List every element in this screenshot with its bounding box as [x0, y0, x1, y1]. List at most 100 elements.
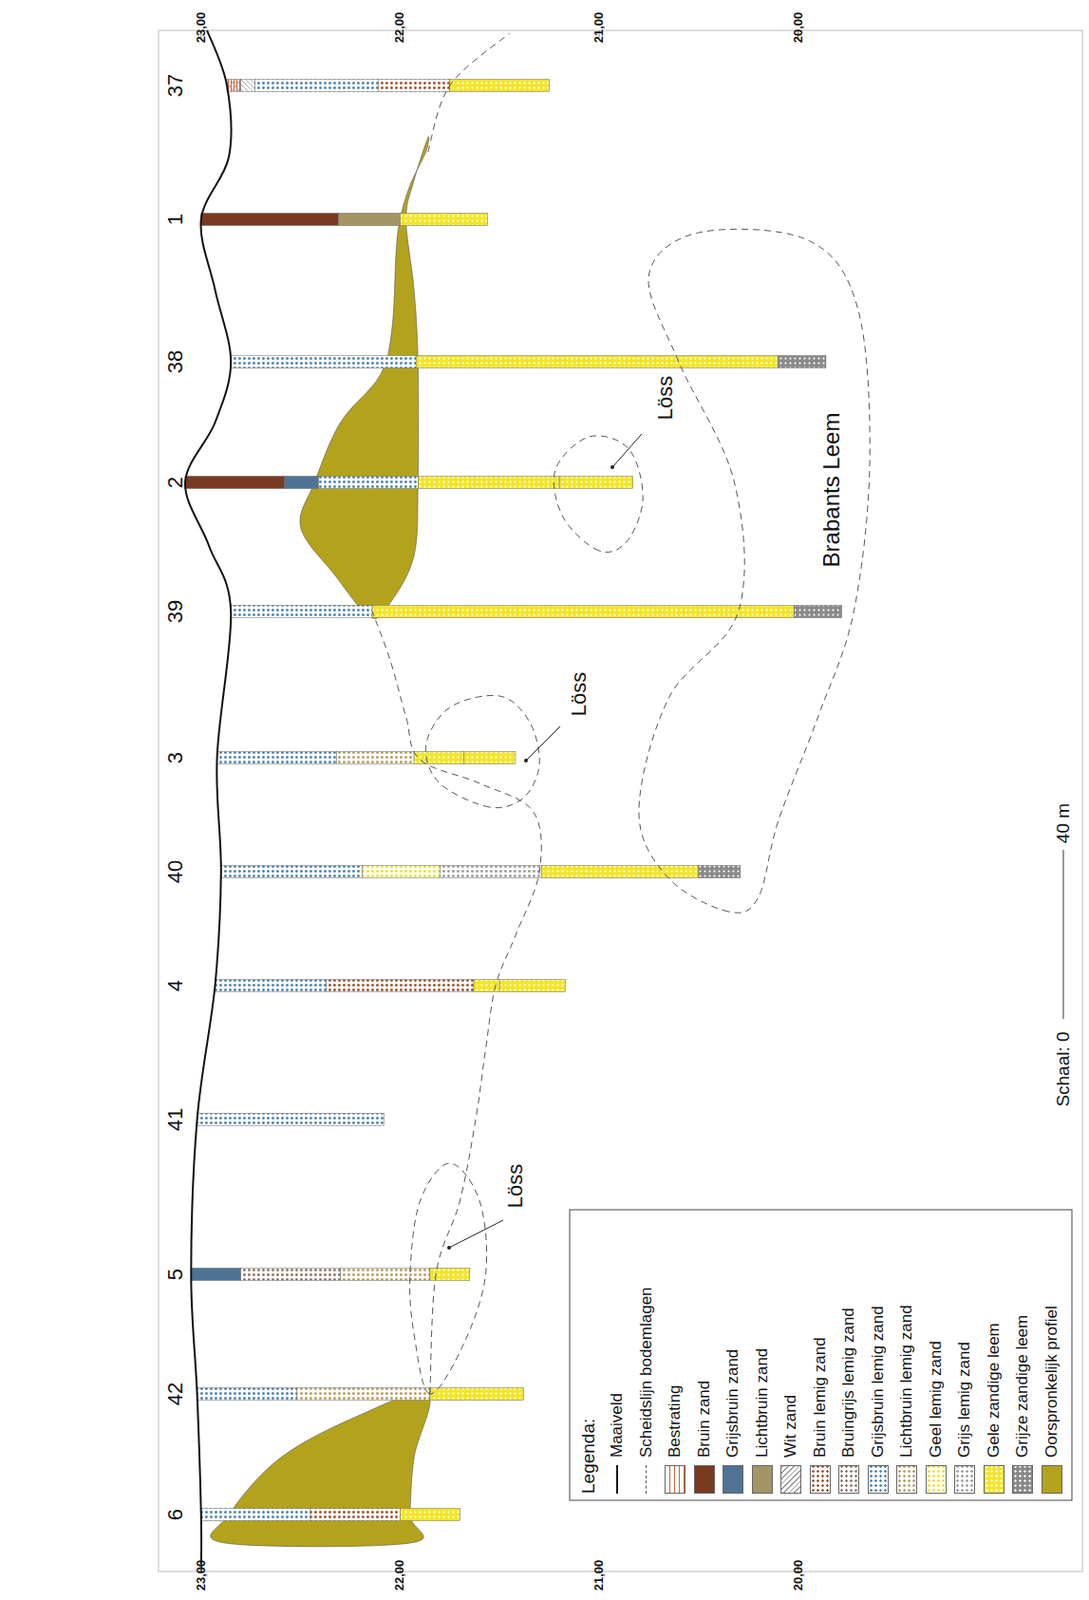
legend-swatch [780, 1464, 802, 1494]
borehole-number: 2 [163, 476, 188, 489]
legend-text: Bestrating [665, 1384, 685, 1458]
borehole-number: 37 [163, 74, 188, 97]
borehole-layer [336, 751, 414, 765]
legend-swatch [694, 1464, 715, 1494]
legend-text: Wit zand [781, 1394, 801, 1458]
original-profile [300, 136, 430, 620]
borehole-layer [284, 476, 320, 489]
borehole-layer [541, 865, 699, 879]
layer-boundary [638, 228, 870, 913]
borehole-number: 1 [163, 213, 188, 226]
legend-text: Bruin lemig zand [809, 1336, 829, 1458]
borehole-layer [214, 979, 326, 993]
axis-label: 23,00 [193, 12, 209, 44]
borehole-layer [241, 79, 256, 93]
borehole-layer [185, 476, 285, 489]
legend-swatch [983, 1464, 1005, 1494]
legend-swatch [896, 1464, 918, 1494]
legend-text: Bruingrijs lemig zand [839, 1307, 859, 1458]
borehole-layer [399, 213, 488, 226]
legend-text: Oorspronkelijk profiel [1041, 1305, 1061, 1458]
layer-boundary [553, 435, 643, 553]
layer-label: Löss [503, 1164, 528, 1208]
leader-line [612, 433, 642, 468]
legend-swatch [664, 1464, 686, 1494]
axis-label: 21,00 [591, 12, 607, 44]
borehole-number: 38 [163, 350, 188, 374]
borehole-layer [254, 79, 378, 93]
legend-swatch [838, 1464, 860, 1494]
borehole-layer [778, 356, 827, 369]
borehole-layer [793, 605, 842, 619]
layer-boundary [428, 33, 510, 152]
borehole-layer [399, 1508, 460, 1521]
layer-boundary [372, 611, 542, 1394]
axis-label: 20,00 [790, 12, 807, 44]
borehole-layer [439, 865, 542, 879]
original-profile [210, 1391, 431, 1547]
leader-line [449, 1220, 504, 1248]
borehole-layer [463, 751, 515, 765]
axis-label: 23,00 [193, 1559, 209, 1592]
legend-text: Bruin zand [694, 1380, 714, 1458]
borehole-number: 39 [163, 600, 188, 623]
layer-boundary [410, 1163, 488, 1394]
borehole-layer [318, 476, 418, 489]
borehole-layer [559, 476, 634, 489]
borehole-layer [197, 1113, 385, 1127]
ground-surface [185, 30, 232, 1572]
borehole-layer [362, 865, 441, 879]
axis-label: 22,00 [393, 1559, 409, 1592]
borehole-number: 42 [163, 1382, 188, 1406]
borehole-layer [230, 356, 416, 369]
legend-box [569, 1209, 1072, 1501]
scale-bar [1063, 849, 1065, 1019]
legend-title: Legenda: [578, 1418, 601, 1494]
borehole-number: 40 [163, 860, 188, 883]
borehole-layer [450, 79, 550, 93]
borehole-layer [217, 751, 338, 765]
legend-text: Maaiveld [607, 1392, 627, 1458]
scale-label: Schaal: 0 [1052, 1031, 1075, 1107]
borehole-layer [310, 1508, 400, 1521]
legend-text: Grijsbruin lemig zand [867, 1305, 887, 1458]
borehole-layer [413, 751, 464, 765]
legend-text: Grijs lemig zand [955, 1341, 975, 1458]
legend-swatch [1041, 1464, 1063, 1494]
borehole-layer [415, 356, 778, 369]
borehole-layer [499, 979, 565, 993]
borehole-layer [377, 79, 450, 93]
legend-swatch [722, 1464, 744, 1494]
borehole-layer [337, 213, 400, 226]
leader-dot [610, 465, 615, 470]
legend-line-sample [616, 1464, 619, 1494]
legend-text: Lichtbruin zand [751, 1348, 771, 1458]
borehole-layer [340, 1268, 431, 1281]
legend-swatch [954, 1464, 976, 1494]
borehole-number: 4 [163, 979, 188, 992]
borehole-layer [417, 476, 560, 489]
scale-label: 40 m [1052, 803, 1075, 844]
borehole-layer [230, 605, 373, 619]
borehole-layer [221, 865, 363, 879]
borehole-number: 3 [163, 751, 188, 764]
legend-line-sample [645, 1464, 648, 1494]
borehole-layer [430, 1388, 525, 1401]
borehole-layer [241, 1268, 341, 1281]
borehole-number: 5 [163, 1268, 188, 1280]
borehole-layer [201, 1508, 311, 1521]
borehole-layer [201, 213, 339, 226]
legend-text: Gele zandige leem [983, 1322, 1003, 1458]
borehole-layer [296, 1388, 430, 1401]
legend-text: Grijze zandige leem [1013, 1314, 1033, 1458]
legend-text: Grijsbruin zand [723, 1349, 743, 1458]
legend-text: Lichtbruin lemig zand [897, 1304, 917, 1458]
axis-label: 21,00 [591, 1559, 607, 1592]
layer-label: Löss [653, 375, 678, 420]
layer-label: Löss [566, 672, 592, 716]
borehole-layer [698, 865, 741, 879]
legend-swatch [809, 1464, 831, 1494]
borehole-layer [190, 1268, 241, 1281]
